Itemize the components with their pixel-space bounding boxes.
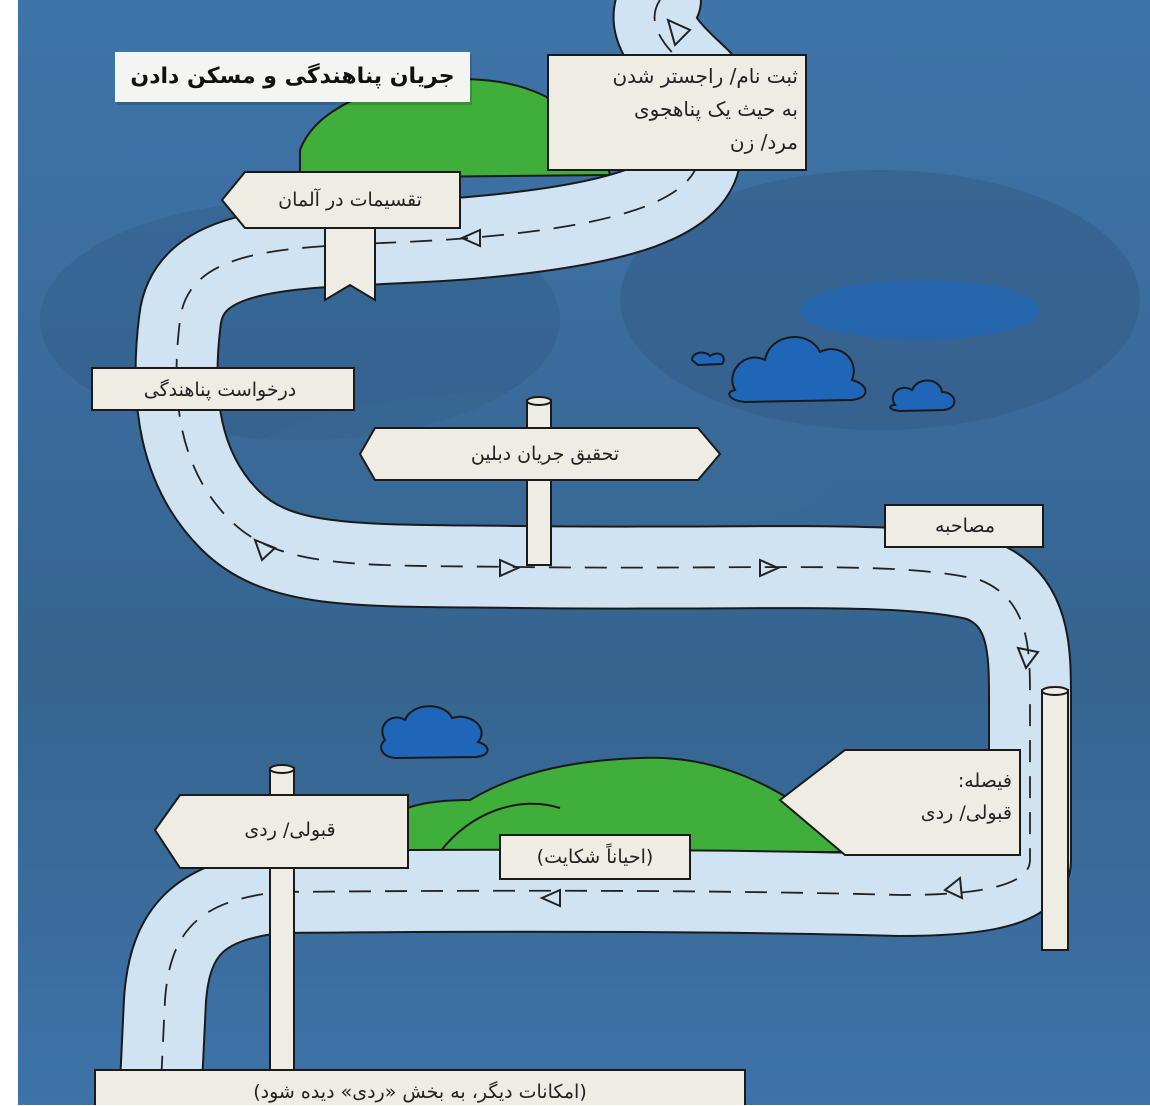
cloud-icon (380, 336, 956, 760)
sign-boards (91, 54, 1044, 1105)
registration-line-3: مرد/ زن (729, 130, 798, 154)
asylum-application-step: درخواست پناهندگی (143, 379, 297, 401)
registration-line-1: ثبت نام/ راجستر شدن (612, 64, 798, 88)
dublin-check-step: تحقیق جریان دبلین (470, 443, 620, 465)
page-title: جریان پناهندگی و مسکن دادن (115, 52, 470, 102)
registration-line-2: به حیث یک پناهجوی (633, 97, 798, 121)
footnote: (امکانات دیگر، به بخش «ردی» دیده شود) (253, 1081, 587, 1103)
distribution-step: تقسیمات در آلمان (278, 189, 422, 211)
complaint-step: (احیاناً شکایت) (536, 846, 654, 868)
decision-line-1: فیصله: (957, 770, 1012, 792)
interview-step: مصاحبه (934, 515, 996, 537)
road-center-dashes (159, 0, 1031, 1105)
decision-line-2: قبولی/ ردی (920, 802, 1012, 824)
result-step: قبولی/ ردی (244, 819, 336, 841)
decision-step: فیصله: قبولی/ ردی (850, 765, 1012, 829)
signpost-pole (269, 396, 1069, 1105)
registration-step: ثبت نام/ راجستر شدن به حیث یک پناهجوی مر… (560, 60, 798, 159)
direction-arrow-icon (253, 18, 1040, 908)
